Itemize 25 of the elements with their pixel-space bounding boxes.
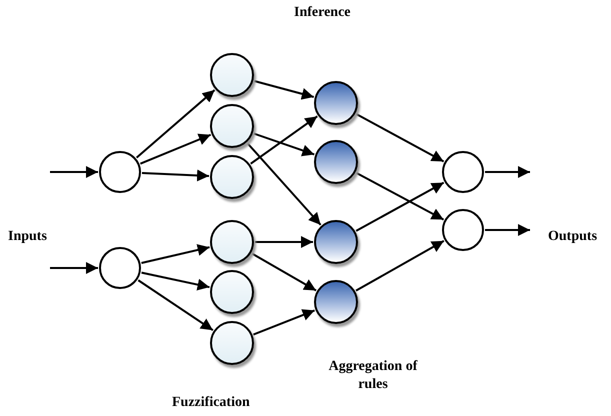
arrow: [138, 279, 214, 332]
arrow: [140, 134, 212, 165]
arrow: [136, 89, 216, 158]
arrow: [253, 132, 315, 156]
arrow: [485, 166, 530, 178]
arrow: [254, 80, 314, 100]
layer-label: Outputs: [548, 228, 598, 246]
arrow: [253, 309, 315, 336]
layer-label: Inputs: [8, 228, 47, 246]
arrow: [141, 272, 210, 291]
layer-label: Fuzzification: [172, 394, 250, 412]
arrow: [50, 262, 98, 274]
arrow: [142, 169, 210, 182]
arrow: [356, 113, 444, 162]
arrow: [141, 244, 210, 264]
arrow: [255, 236, 313, 248]
arrow: [250, 116, 318, 164]
layer-label: Aggregation of rules: [328, 358, 418, 394]
arrow: [356, 182, 444, 232]
title: Inference: [294, 4, 350, 22]
arrow: [246, 142, 322, 226]
arrow: [50, 166, 98, 178]
arrow: [356, 240, 444, 292]
arrow: [485, 224, 530, 236]
arrow: [356, 172, 444, 220]
